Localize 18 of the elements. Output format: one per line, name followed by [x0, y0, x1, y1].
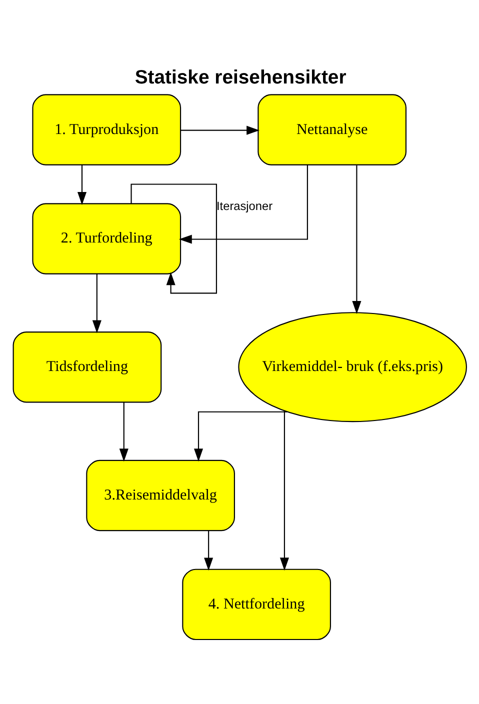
node-box: 4. Nettfordeling [182, 568, 330, 640]
arrow [193, 411, 287, 462]
arrow [352, 165, 361, 314]
arrow [92, 274, 101, 334]
node-box: 1. Turproduksjon [32, 94, 181, 166]
node-box: Tidsfordeling [12, 332, 162, 403]
node-box: Nettanalyse [257, 94, 406, 166]
arrow [204, 530, 213, 571]
node-ellipse: Virkemiddel- bruk (f.eks.pris) [238, 312, 466, 422]
arrow [180, 126, 260, 135]
arrow [76, 164, 86, 205]
arrow [118, 402, 128, 462]
node-box: 2. Turfordeling [32, 203, 181, 274]
node-box: 3.Reisemiddelvalg [86, 460, 234, 532]
arrow [279, 410, 288, 571]
edge-label: Iterasjoner [216, 199, 272, 214]
diagram-title: Statiske reisehensikter [134, 66, 346, 88]
arrow [178, 165, 308, 244]
